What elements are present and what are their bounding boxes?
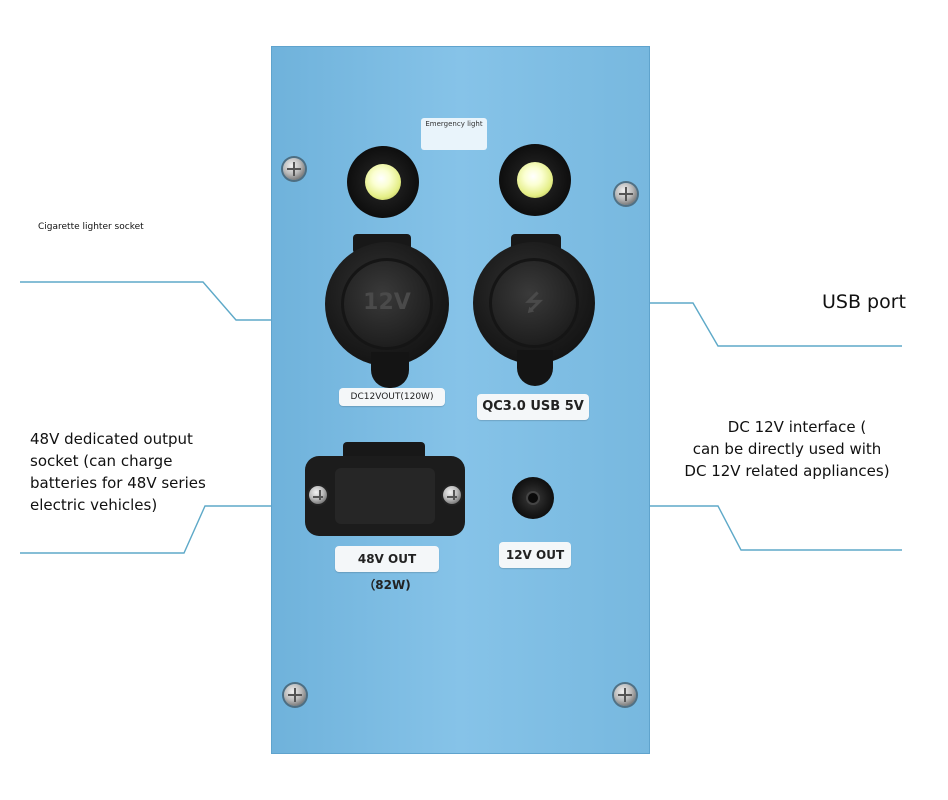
annotation-dc12-line: can be directly used with bbox=[692, 440, 882, 458]
lamp-right-icon bbox=[499, 144, 571, 216]
screw-top-right-icon bbox=[615, 183, 637, 205]
annotation-48v-line: socket (can charge bbox=[30, 452, 173, 470]
cig-socket-label-plate: DC12VOUT(120W) bbox=[339, 388, 445, 406]
emergency-light-window bbox=[421, 118, 487, 150]
cig-socket-cap-label: 12V bbox=[363, 290, 411, 315]
usb-symbol-icon: ⭍ bbox=[524, 291, 544, 316]
cig-socket-cap bbox=[341, 258, 433, 350]
annotation-dc12: DC 12V interface ( can be directly used … bbox=[662, 416, 912, 482]
annotation-cigarette-lighter: Cigarette lighter socket bbox=[38, 222, 144, 232]
annotation-dc12-line: DC 12V interface ( bbox=[727, 418, 867, 436]
annotation-48v-line: 48V dedicated output bbox=[30, 430, 193, 448]
leader-line-usb bbox=[650, 302, 902, 347]
out48-screw-right-icon bbox=[443, 486, 461, 504]
screw-bottom-right-icon bbox=[614, 684, 636, 706]
lamp-left-bulb bbox=[365, 164, 401, 200]
screw-top-left-icon bbox=[283, 158, 305, 180]
power-panel: Emergency light 12V DC12VOUT(120W) ⭍ QC3… bbox=[271, 46, 650, 754]
out48-label-plate: 48V OUT（82W) bbox=[335, 546, 439, 592]
out48-screw-left-icon bbox=[309, 486, 327, 504]
annotation-48v-line: electric vehicles) bbox=[30, 496, 158, 514]
out48-socket bbox=[305, 456, 465, 536]
out48-socket-face bbox=[335, 468, 435, 524]
emergency-light-label: Emergency light bbox=[425, 120, 483, 128]
usb-label-plate: QC3.0 USB 5V bbox=[477, 394, 589, 420]
lamp-left-icon bbox=[347, 146, 419, 218]
dc12-jack[interactable] bbox=[512, 477, 554, 519]
leader-line-cigarette bbox=[20, 281, 271, 321]
annotation-dc12-line: DC 12V related appliances) bbox=[684, 462, 890, 480]
screw-bottom-left-icon bbox=[284, 684, 306, 706]
out12-label-plate: 12V OUT bbox=[499, 542, 571, 568]
leader-line-48v bbox=[20, 505, 271, 554]
usb-socket-cap bbox=[489, 258, 579, 348]
cig-socket-tab[interactable] bbox=[371, 352, 409, 388]
annotation-48v-line: batteries for 48V series bbox=[30, 474, 206, 492]
out48-socket-hinge bbox=[343, 442, 425, 460]
lamp-right-bulb bbox=[517, 162, 553, 198]
usb-socket-tab[interactable] bbox=[517, 350, 553, 386]
leader-line-dc12 bbox=[650, 505, 902, 551]
annotation-48v: 48V dedicated output socket (can charge … bbox=[30, 428, 250, 516]
annotation-usb-port: USB port bbox=[822, 291, 906, 313]
